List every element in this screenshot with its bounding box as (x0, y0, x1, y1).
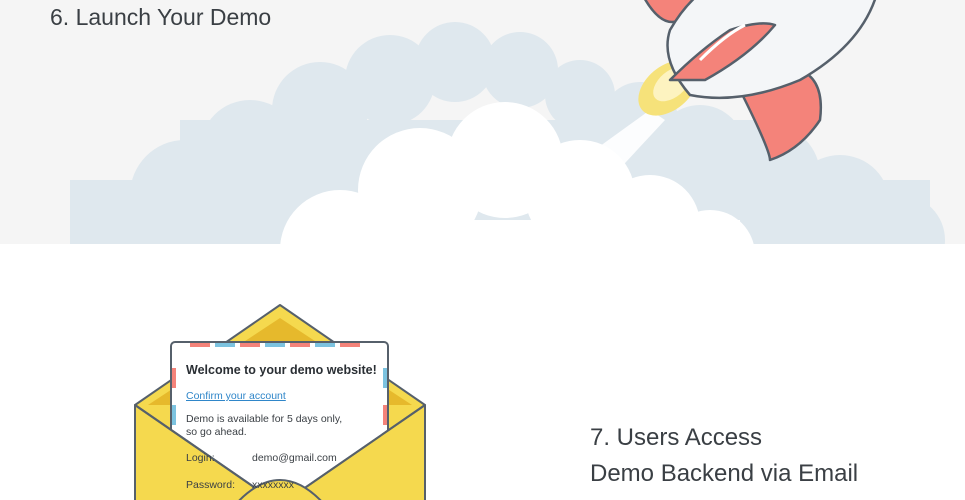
login-value: demo@gmail.com (252, 452, 337, 464)
step-6-title: 6. Launch Your Demo (50, 4, 272, 30)
step-7-title-line-2: Demo Backend via Email (590, 460, 859, 487)
password-label: Password: (186, 479, 236, 491)
step-7-title-line-1: 7. Users Access (590, 424, 763, 451)
password-value: xxxxxxxx (252, 479, 294, 491)
envelope-icon (134, 304, 426, 500)
confirm-account-link[interactable]: Confirm your account (186, 390, 286, 402)
rocket-icon (644, 0, 877, 162)
exhaust-trail (560, 110, 665, 190)
launch-illustration (70, 0, 945, 244)
launch-section: 6. Launch Your Demo (0, 0, 965, 244)
login-label: Login: (186, 452, 215, 464)
airmail-stripes (172, 343, 387, 425)
email-body-line-2: so go ahead. (186, 426, 247, 438)
email-heading: Welcome to your demo website! (186, 363, 377, 377)
envelope-illustration (134, 304, 426, 500)
email-body-line-1: Demo is available for 5 days only, (186, 413, 343, 425)
step-7-title: 7. Users Access Demo Backend via Email (590, 420, 858, 492)
